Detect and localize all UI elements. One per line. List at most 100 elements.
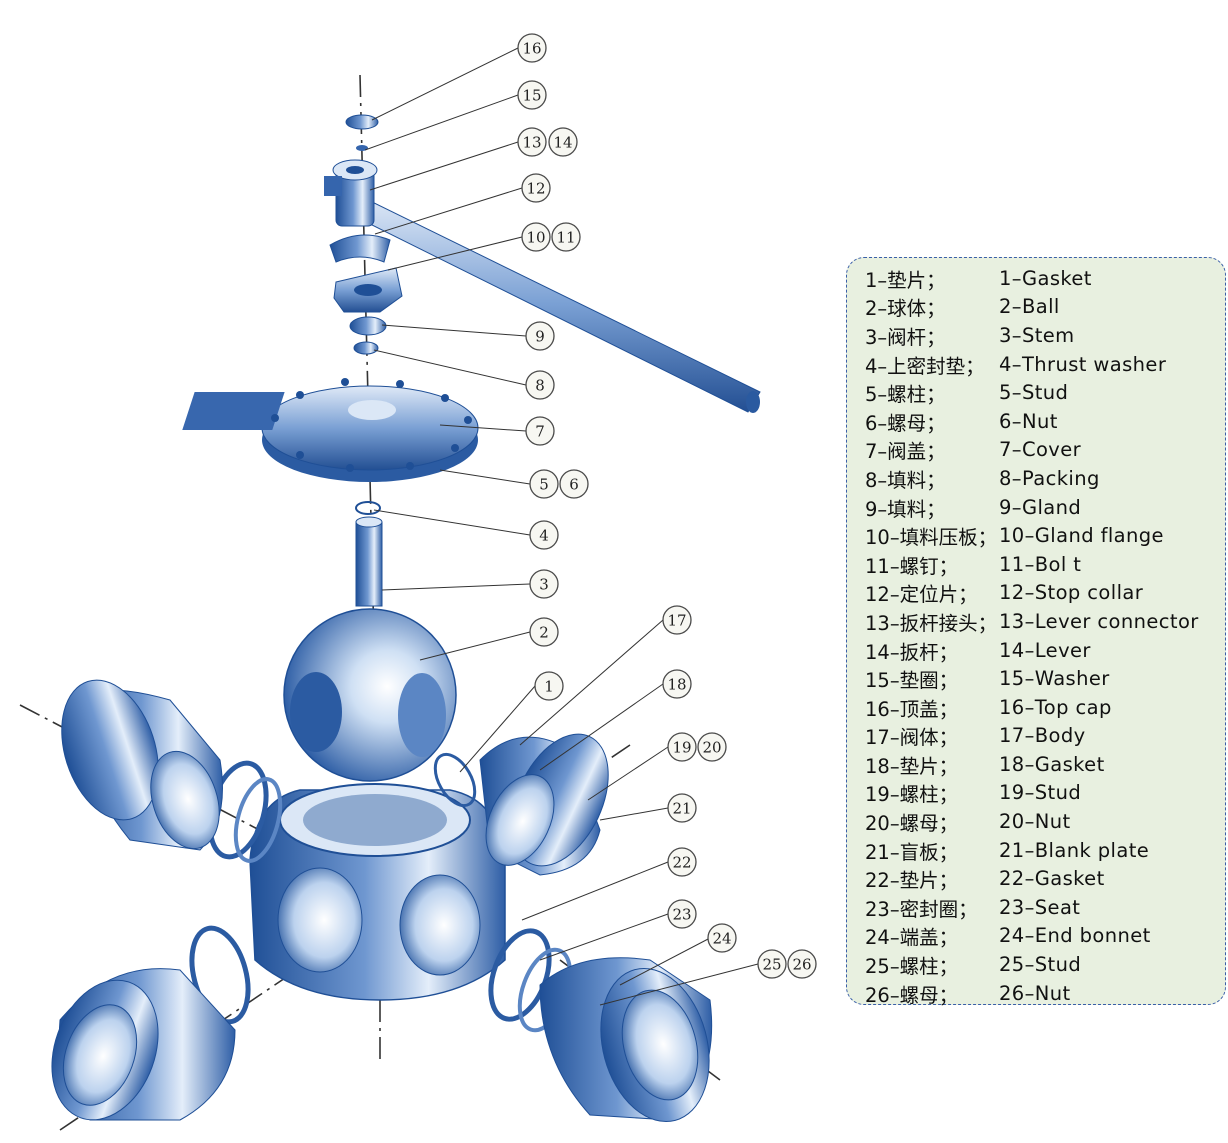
end-bonnet-lower-left (51, 968, 236, 1121)
legend-cn: 23–密封圈； (865, 897, 978, 921)
legend-en: 20–Nut (999, 810, 1071, 834)
svg-text:17: 17 (667, 612, 686, 630)
legend-row: 6–螺母；6–Nut (847, 407, 1225, 436)
callout-8: 8 (525, 370, 555, 400)
legend-row: 4–上密封垫；4–Thrust washer (847, 350, 1225, 379)
svg-text:10: 10 (526, 229, 545, 247)
legend-cn: 26–螺母； (865, 983, 959, 1007)
callout-26: 26 (787, 949, 817, 979)
legend-row: 21–盲板； 21–Blank plate (847, 836, 1225, 865)
callout-18: 18 (662, 669, 692, 699)
legend-cn: 1–垫片； (865, 268, 946, 292)
callout-14: 14 (548, 127, 578, 157)
legend-row: 9–填料；9–Gland (847, 493, 1225, 522)
legend-cn: 2–球体； (865, 297, 946, 321)
legend-row: 13–扳杆接头；13–Lever connector (847, 607, 1225, 636)
lever-connector (324, 159, 378, 227)
legend-row: 8–填料； 8–Packing (847, 464, 1225, 493)
svg-text:26: 26 (792, 956, 811, 974)
svg-text:9: 9 (535, 328, 545, 346)
legend-row: 19–螺柱； 19–Stud (847, 779, 1225, 808)
callout-23: 23 (667, 899, 697, 929)
legend-row: 24–端盖； 24–End bonnet (847, 922, 1225, 951)
legend-en: 10–Gland flange (999, 524, 1164, 548)
legend-cn: 12–定位片； (865, 583, 978, 607)
legend-en: 9–Gland (999, 495, 1082, 519)
callout-25: 25 (757, 949, 787, 979)
svg-text:11: 11 (556, 229, 575, 247)
svg-text:1: 1 (544, 678, 554, 696)
stem (355, 516, 383, 607)
legend-cn: 18–垫片； (865, 754, 959, 778)
callout-9: 9 (525, 321, 555, 351)
legend-en: 13–Lever connector (999, 609, 1199, 633)
legend-row: 23–密封圈；23–Seat (847, 893, 1225, 922)
gland (349, 316, 387, 336)
legend-row: 2–球体； 2–Ball (847, 293, 1225, 322)
parts-legend: 1–垫片；1–Gasket 2–球体；2–Ball 3–阀杆；3–Stem 4–… (846, 257, 1226, 1007)
gland-flange (333, 267, 403, 313)
legend-row: 25–螺柱； 25–Stud (847, 950, 1225, 979)
legend-cn: 5–螺柱； (865, 383, 946, 407)
legend-en: 8–Packing (999, 466, 1100, 490)
legend-row: 3–阀杆；3–Stem (847, 321, 1225, 350)
legend-en: 7–Cover (999, 438, 1082, 462)
legend-cn: 16–顶盖； (865, 697, 959, 721)
legend-row: 11–螺钉；11–Bol t (847, 550, 1225, 579)
callout-12: 12 (521, 173, 551, 203)
legend-cn: 17–阀体； (865, 726, 959, 750)
legend-en: 22–Gasket (999, 867, 1105, 891)
svg-text:8: 8 (535, 377, 545, 395)
legend-en: 26–Nut (999, 981, 1071, 1005)
legend-cn: 3–阀杆； (865, 325, 946, 349)
end-bonnet-upper-left (61, 679, 223, 851)
legend-cn: 25–螺柱； (865, 955, 959, 979)
legend-en: 15–Washer (999, 667, 1110, 691)
svg-text:18: 18 (667, 676, 686, 694)
legend-en: 2–Ball (999, 295, 1060, 319)
legend-row: 16–顶盖；16–Top cap (847, 693, 1225, 722)
legend-row: 22–垫片；22–Gasket (847, 864, 1225, 893)
legend-cn: 4–上密封垫； (865, 354, 985, 378)
svg-text:24: 24 (712, 930, 731, 948)
callout-24: 24 (707, 923, 737, 953)
svg-text:4: 4 (539, 527, 549, 545)
valve-body (249, 783, 506, 1001)
svg-text:19: 19 (672, 739, 691, 757)
legend-en: 25–Stud (999, 953, 1082, 977)
legend-row: 5–螺柱； 5–Stud (847, 378, 1225, 407)
svg-text:2: 2 (539, 624, 549, 642)
legend-row: 7–阀盖；7–Cover (847, 436, 1225, 465)
legend-en: 6–Nut (999, 409, 1058, 433)
svg-text:5: 5 (539, 476, 549, 494)
legend-row: 14–扳杆；14–Lever (847, 636, 1225, 665)
callout-3: 3 (529, 569, 559, 599)
legend-row: 15–垫圈；15–Washer (847, 664, 1225, 693)
legend-en: 18–Gasket (999, 752, 1105, 776)
legend-cn: 10–填料压板； (865, 526, 998, 550)
svg-text:6: 6 (569, 476, 579, 494)
legend-row: 20–螺母；20–Nut (847, 807, 1225, 836)
callout-5: 5 (529, 469, 559, 499)
ring-lower-left (189, 925, 251, 1025)
legend-en: 5–Stud (999, 381, 1069, 405)
ball (283, 608, 457, 782)
legend-en: 21–Blank plate (999, 838, 1150, 862)
legend-cn: 24–端盖； (865, 926, 959, 950)
legend-en: 24–End bonnet (999, 924, 1151, 948)
legend-cn: 19–螺柱； (865, 783, 959, 807)
svg-text:7: 7 (535, 423, 545, 441)
cover (182, 378, 479, 482)
legend-row: 18–垫片； 18–Gasket (847, 750, 1225, 779)
legend-cn: 21–盲板； (865, 840, 959, 864)
svg-text:14: 14 (553, 134, 572, 152)
legend-cn: 13–扳杆接头； (865, 611, 998, 635)
legend-cn: 8–填料； (865, 468, 946, 492)
legend-en: 19–Stud (999, 781, 1082, 805)
callout-13: 13 (517, 127, 547, 157)
stop-collar (329, 234, 391, 263)
svg-text:16: 16 (522, 40, 541, 58)
legend-en: 17–Body (999, 724, 1086, 748)
end-bonnet-lower-right (539, 957, 713, 1123)
legend-cn: 14–扳杆； (865, 640, 959, 664)
